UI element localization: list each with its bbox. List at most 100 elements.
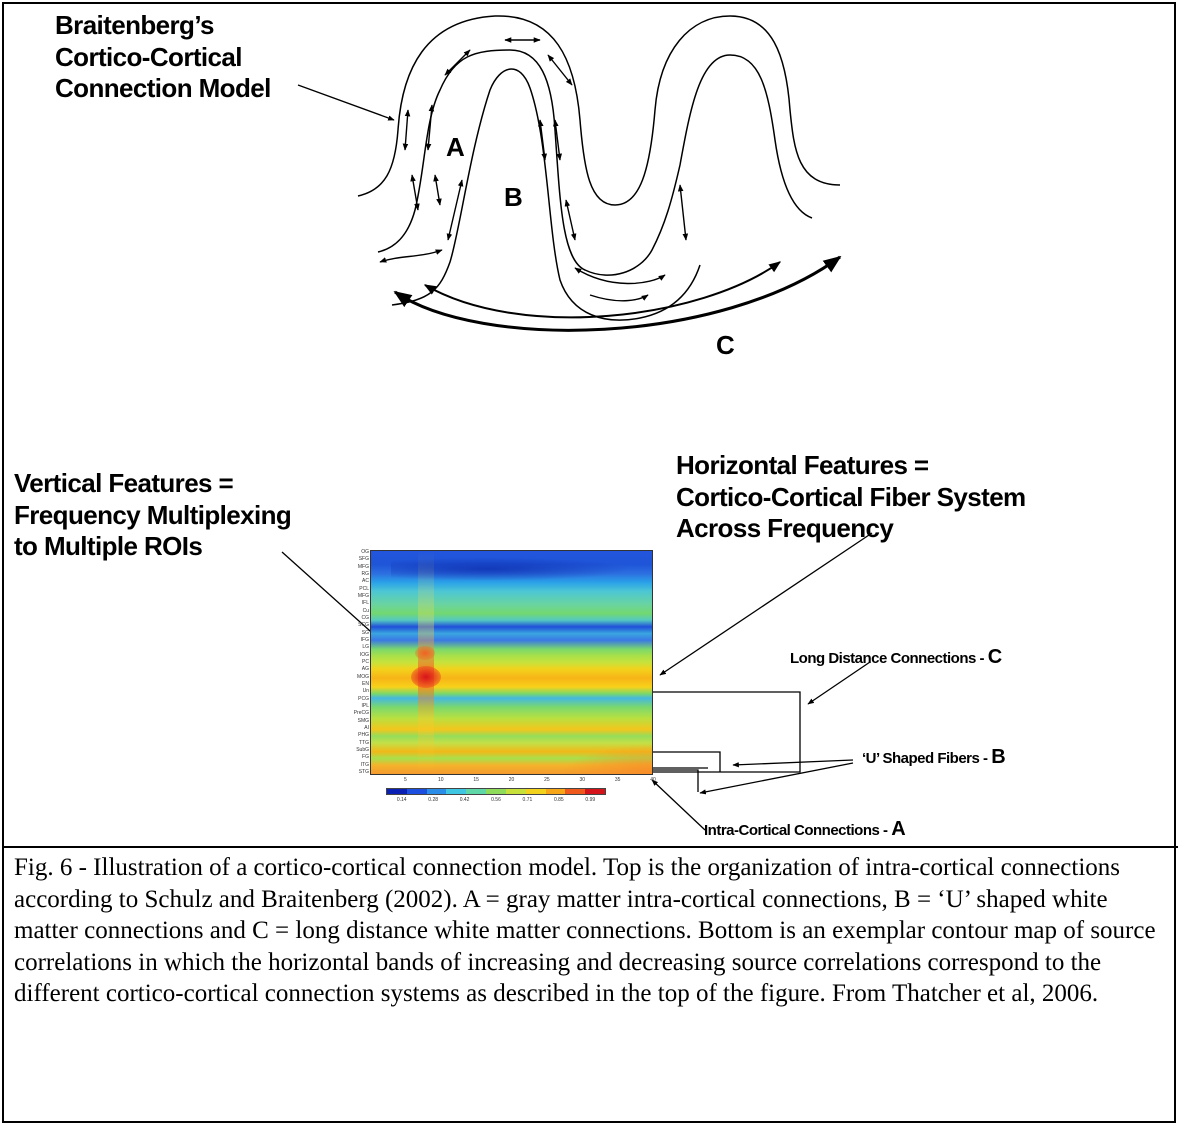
roi-label: MFG [357, 592, 369, 599]
roi-label: PC [362, 658, 369, 665]
roi-label: PCG [358, 695, 369, 702]
roi-label: PreCG [353, 710, 369, 717]
marker-c: C [716, 330, 735, 360]
corner-correlation-region [562, 744, 652, 774]
u-fibers-label: ‘U’ Shaped Fibers - B [862, 745, 1006, 769]
high-correlation-spot [415, 646, 435, 660]
frequency-tick: 10 [437, 777, 444, 783]
horizontal-label-line-2: Cortico-Cortical Fiber System [676, 481, 1026, 512]
roi-label: AG [361, 666, 369, 673]
horizontal-label-line-1: Horizontal Features = [676, 450, 929, 480]
colorbar-ticks: 0.14 0.28 0.42 0.56 0.71 0.85 0.99 [386, 797, 606, 805]
colorbar-swatch [525, 789, 546, 794]
roi-label: Un [362, 688, 369, 695]
roi-label: IOG [359, 651, 369, 658]
model-label-line-2: Cortico-Cortical [55, 41, 242, 72]
colorbar-swatch [446, 789, 467, 794]
frequency-tick: 35 [614, 777, 621, 783]
frequency-tick: 25 [544, 777, 550, 783]
roi-label: PHG [358, 732, 369, 739]
roi-label: IFL [361, 600, 369, 607]
roi-label: Cu [362, 607, 369, 614]
roi-label: SFG [358, 556, 369, 563]
frequency-axis-ticks: 5 10 15 20 25 30 35 40 [370, 777, 656, 785]
frequency-tick: 5 [403, 777, 407, 783]
roi-label: MOG [357, 673, 369, 680]
colorbar-swatch [565, 789, 586, 794]
roi-label: AC [362, 578, 369, 585]
roi-label: SCG [358, 622, 369, 629]
roi-label: CG [361, 614, 370, 621]
roi-label: FG [362, 754, 369, 761]
colorbar-swatch [387, 789, 407, 794]
frequency-tick: 40 [650, 777, 656, 783]
colorbar-swatch [426, 789, 447, 794]
colorbar-tick: 0.56 [491, 797, 501, 803]
caption-divider [2, 846, 1178, 848]
vertical-feature-band [418, 551, 434, 774]
horizontal-label-line-3: Across Frequency [676, 513, 894, 544]
long-distance-pointer [807, 661, 871, 705]
intra-cortical-text: Intra-Cortical Connections - [704, 822, 892, 839]
marker-a: A [446, 132, 465, 162]
u-fibers-letter: B [991, 746, 1006, 768]
model-label-line-1: Braitenberg’s [55, 10, 214, 40]
frequency-tick: 15 [473, 777, 479, 783]
vertical-features-label: Vertical Features = Frequency Multiplexi… [14, 468, 292, 563]
roi-label: PCL [359, 585, 369, 592]
intra-cortical-pointer [651, 779, 706, 831]
colorbar-swatch [505, 789, 526, 794]
colorbar-swatch [585, 789, 605, 794]
colorbar-tick: 0.71 [522, 797, 533, 803]
connection-brackets [653, 691, 801, 792]
cortico-cortical-diagram [281, 15, 873, 831]
u-shaped-fiber-arrows [379, 249, 666, 302]
model-label-line-3: Connection Model [55, 73, 271, 104]
roi-label: SubG [356, 746, 369, 753]
frequency-tick: 30 [579, 777, 586, 783]
model-pointer-arrow [297, 84, 395, 121]
colorbar-tick: 0.85 [553, 797, 564, 803]
colorbar-tick: 0.99 [585, 797, 596, 803]
roi-label: IFG [360, 636, 369, 643]
roi-label: TTG [359, 739, 369, 746]
colorbar-swatch [545, 789, 566, 794]
colorbar-swatch [466, 789, 487, 794]
roi-label: ITG [360, 761, 369, 768]
u-fiber-pointer-1 [732, 759, 854, 768]
u-fibers-text: ‘U’ Shaped Fibers - [862, 750, 992, 767]
intra-cortical-label: Intra-Cortical Connections - A [704, 817, 906, 841]
marker-b: B [504, 182, 523, 212]
colorbar [386, 788, 606, 795]
vertical-label-line-1: Vertical Features = [14, 468, 234, 498]
vertical-label-line-2: Frequency Multiplexing [14, 499, 292, 530]
colorbar-swatch [406, 789, 427, 794]
vertical-label-line-3: to Multiple ROIs [14, 531, 203, 562]
roi-label: SMG [357, 717, 369, 724]
roi-label: IPL [361, 702, 369, 709]
roi-label: EN [362, 680, 369, 687]
intra-cortical-letter: A [891, 818, 906, 840]
roi-label: MFG [357, 563, 369, 570]
roi-label: OG [361, 549, 369, 555]
model-label: Braitenberg’s Cortico-Cortical Connectio… [55, 10, 271, 105]
colorbar-tick: 0.28 [428, 797, 439, 803]
colorbar-swatch [486, 789, 506, 794]
colorbar-tick: 0.14 [396, 797, 407, 803]
roi-label: LG [362, 644, 369, 651]
horizontal-features-label: Horizontal Features = Cortico-Cortical F… [676, 450, 1026, 545]
horizontal-feature-pointer [659, 532, 873, 676]
roi-label: AI [364, 724, 369, 731]
frequency-tick: 20 [508, 777, 515, 783]
u-fiber-pointer-2 [699, 762, 854, 795]
colorbar-tick: 0.42 [459, 797, 470, 803]
long-distance-text: Long Distance Connections - [790, 650, 988, 667]
long-distance-letter: C [987, 646, 1002, 668]
intra-cortical-arrows [402, 37, 689, 241]
source-correlation-contour-map [370, 550, 653, 775]
roi-label: STG [358, 768, 369, 775]
long-distance-arcs [393, 255, 842, 332]
roi-label: RG [361, 570, 370, 577]
